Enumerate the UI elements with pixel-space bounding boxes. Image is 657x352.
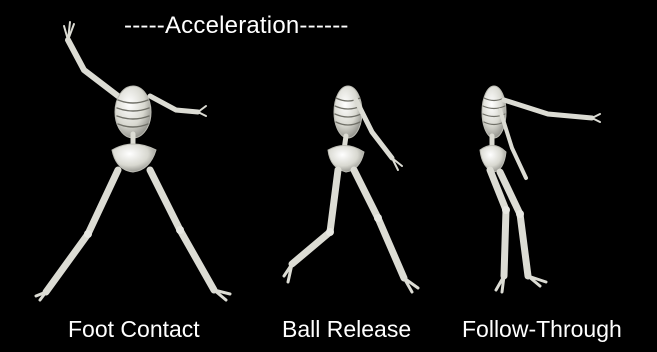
skeleton-follow-through [480, 86, 600, 292]
skeleton-foot-contact [36, 22, 230, 300]
phase-label-foot-contact: Foot Contact [68, 316, 200, 343]
skeleton-ball-release [284, 86, 418, 292]
phase-label-ball-release: Ball Release [282, 316, 411, 343]
phase-label-follow-through: Follow-Through [462, 316, 622, 343]
